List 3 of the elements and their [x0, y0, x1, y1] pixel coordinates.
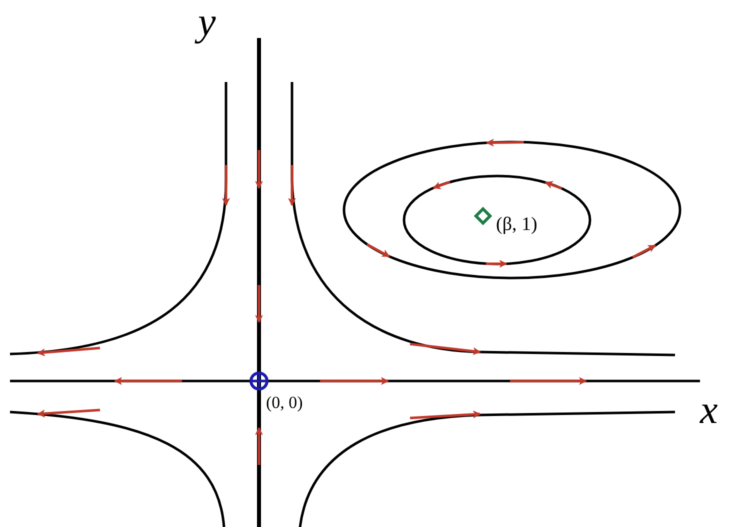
point-label: (0, 0) [266, 394, 303, 411]
axis-label: x [700, 390, 718, 430]
point-label: (β, 1) [496, 215, 538, 234]
